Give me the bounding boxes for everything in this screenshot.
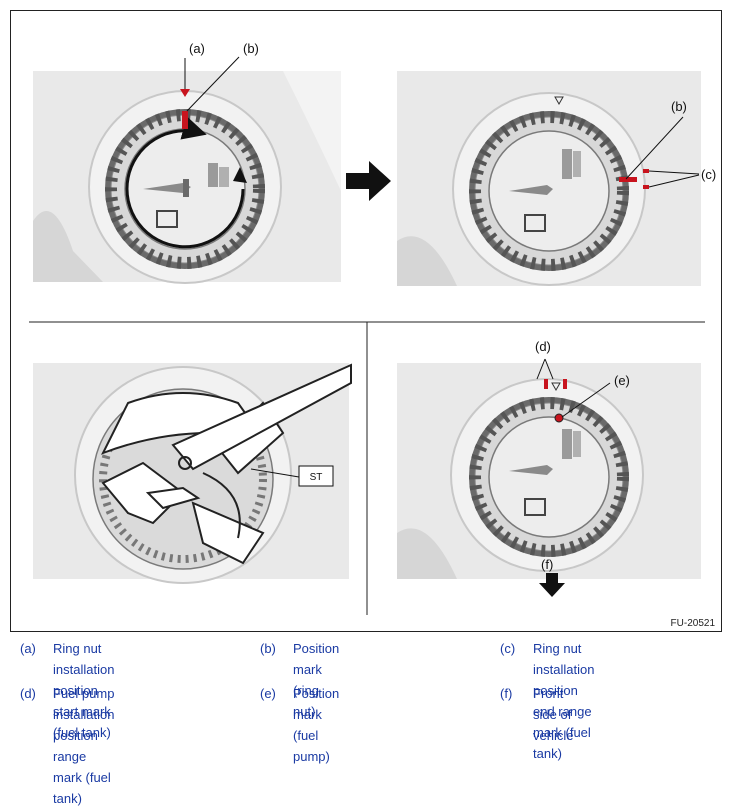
legend-text: Position mark (ring nut) <box>293 638 339 722</box>
legend-text-line: Front side of vehicle <box>533 686 574 743</box>
legend-label: (d) <box>20 686 36 701</box>
legend-text: Ring nut installation position start mar… <box>53 638 114 743</box>
front-direction-arrow-icon <box>539 573 565 597</box>
callout-a: (a) <box>189 41 205 56</box>
callout-d: (d) <box>535 339 551 354</box>
panel-end-position <box>397 71 701 286</box>
legend-text: Position mark (fuel pump) <box>293 683 339 767</box>
st-label-box <box>298 465 334 487</box>
legend-text-line: Position mark (fuel pump) <box>293 686 340 764</box>
legend-label: (b) <box>260 641 276 656</box>
legend-text-line: position range mark (fuel <box>53 728 111 785</box>
fuel-pump-ring-nut-diagram: (a) (b) (b) (c) <box>29 41 716 615</box>
range-mark-left <box>544 379 548 389</box>
panel-pump-position <box>397 363 701 579</box>
legend-label: (f) <box>500 686 513 701</box>
start-mark-fuel-tank <box>180 89 190 97</box>
callout-st: ST <box>310 472 323 483</box>
legend-text-line: Fuel pump installation <box>53 686 115 722</box>
panel-special-tool <box>33 363 352 584</box>
legend-text-line: Ring nut installation position <box>53 641 115 698</box>
position-mark-ring-nut <box>619 177 637 182</box>
next-step-arrow-icon <box>346 161 391 201</box>
legend-text-line: Ring nut installation position <box>533 641 595 698</box>
callout-b-top-left: (b) <box>243 41 259 56</box>
legend-label: (a) <box>20 641 36 656</box>
legend-text: Front side of vehicle <box>533 683 573 746</box>
legend-text-line: start mark (fuel tank) <box>53 704 111 740</box>
range-mark-right <box>563 379 567 389</box>
panel-start-position <box>33 71 341 284</box>
figure-id: FU-20521 <box>670 618 715 629</box>
position-mark-fuel-pump <box>554 413 564 423</box>
legend-text: Fuel pump installation position range ma… <box>53 683 114 809</box>
callout-c: (c) <box>701 167 716 182</box>
legend-text: Ring nut installation position end range… <box>533 638 594 764</box>
end-range-mark-upper <box>643 169 649 173</box>
callout-b-top-right: (b) <box>671 99 687 114</box>
position-mark-ring-nut <box>182 111 188 129</box>
end-range-mark-lower <box>643 185 649 189</box>
legend-text-line: tank) <box>53 791 82 806</box>
callout-f: (f) <box>541 557 553 572</box>
legend-label: (e) <box>260 686 276 701</box>
legend-text-line: Position mark (ring nut) <box>293 641 340 719</box>
rotation-arrow-icon <box>125 116 245 249</box>
figure-frame: (a) (b) (b) (c) <box>10 10 722 632</box>
legend-label: (c) <box>500 641 516 656</box>
callout-e: (e) <box>614 373 630 388</box>
